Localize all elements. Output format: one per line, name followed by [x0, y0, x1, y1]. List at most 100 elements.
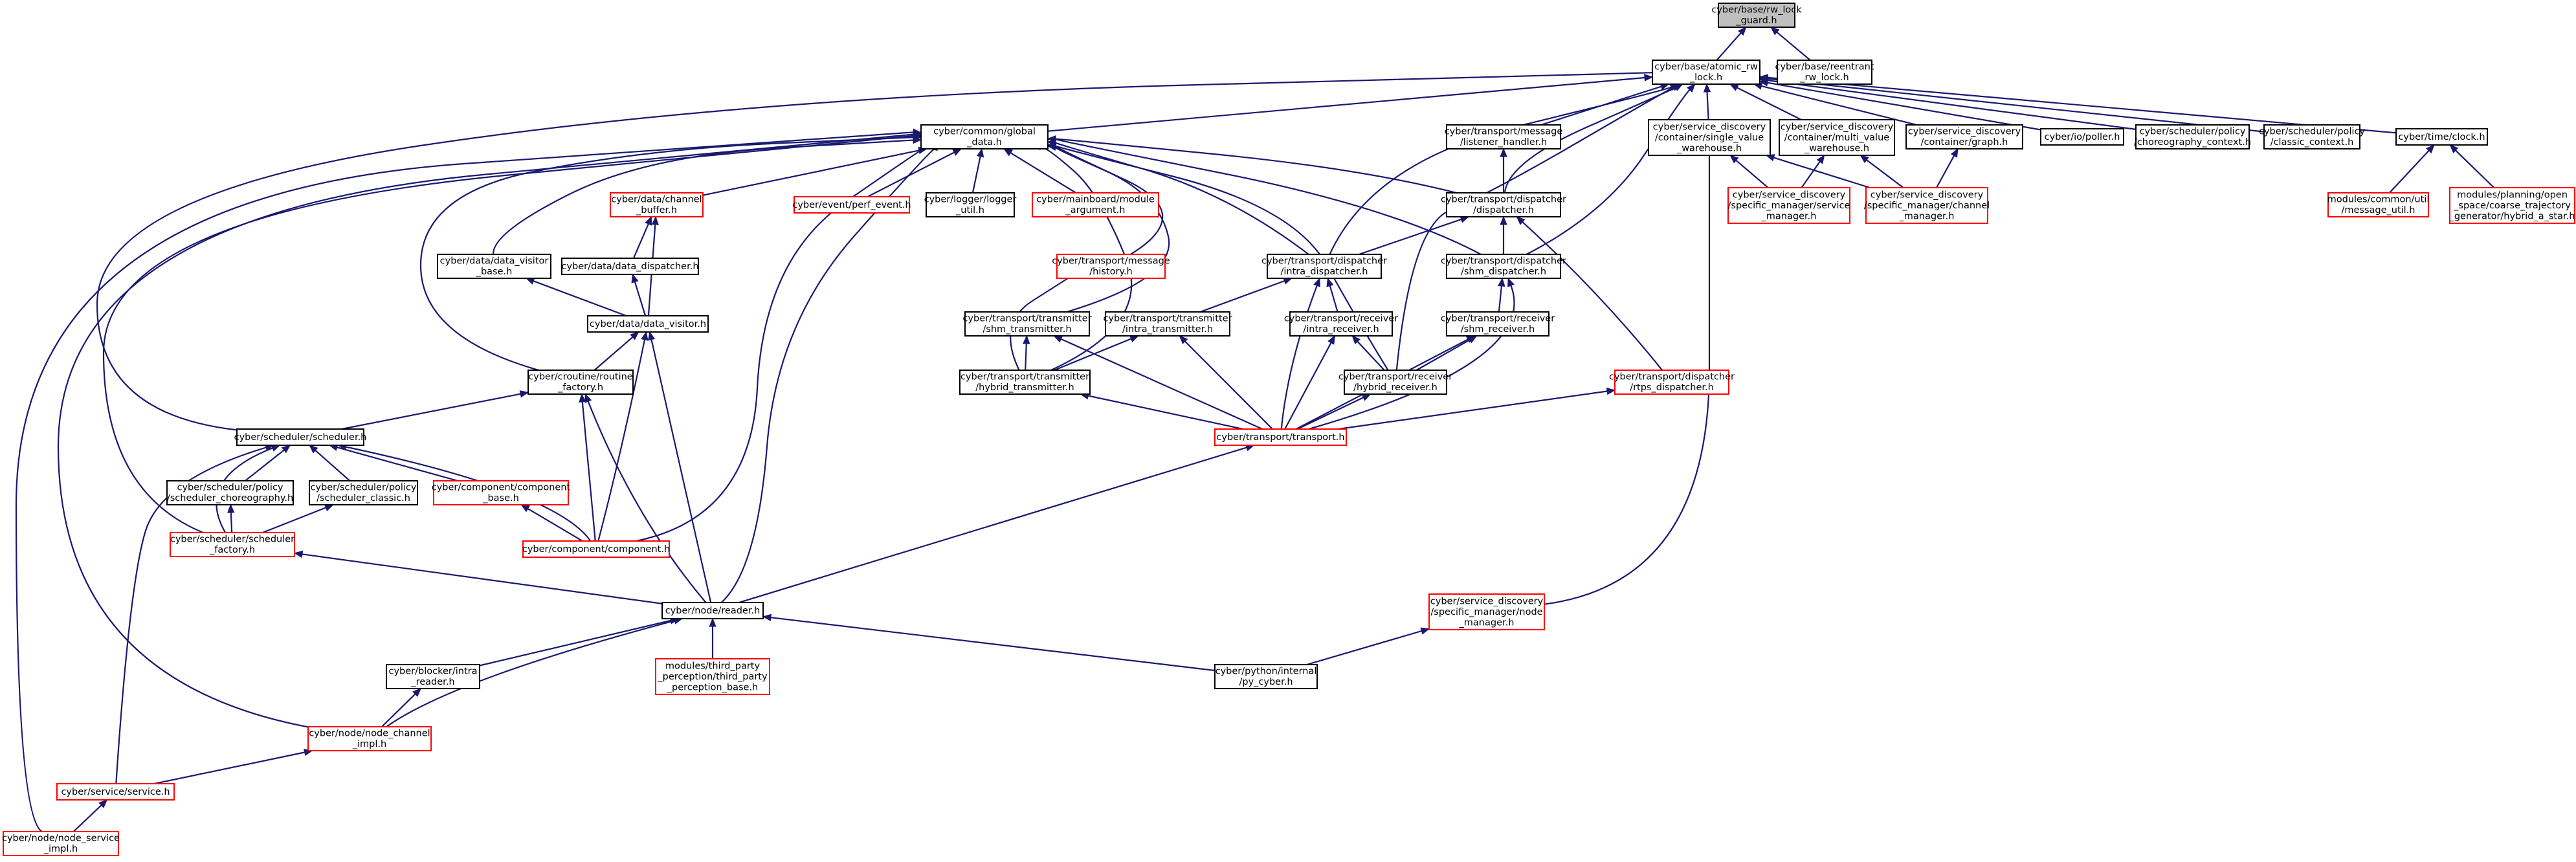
- node-box: [433, 480, 569, 505]
- node-component[interactable]: cyber/component/component.h: [522, 540, 670, 558]
- node-atomic-rw[interactable]: cyber/base/atomic_rw_lock.h: [1652, 60, 1760, 85]
- node-node-manager[interactable]: cyber/service_discovery/specific_manager…: [1428, 593, 1545, 630]
- node-component-base[interactable]: cyber/component/component_base.h: [432, 480, 571, 505]
- node-label-line: /message_util.h: [2341, 205, 2415, 216]
- edge-reader-to-transport: [738, 444, 1255, 604]
- node-py-cyber[interactable]: cyber/python/internal/py_cyber.h: [1214, 664, 1318, 689]
- node-channel-mgr[interactable]: cyber/service_discovery/specific_manager…: [1864, 187, 1990, 224]
- node-label-line: cyber/node/node_channel: [309, 729, 430, 739]
- node-box: [959, 370, 1091, 395]
- node-data-visitor[interactable]: cyber/data/data_visitor.h: [587, 315, 709, 333]
- node-perf-event[interactable]: cyber/event/perf_event.h: [792, 196, 911, 214]
- node-box: [794, 196, 910, 214]
- node-label-line: cyber/service_discovery: [1781, 122, 1894, 132]
- edge-service-to-node_channel: [154, 748, 313, 785]
- node-classic-ctx[interactable]: cyber/scheduler/policy/classic_context.h: [2259, 124, 2365, 149]
- node-reentrant[interactable]: cyber/base/reentrant_rw_lock.h: [1775, 60, 1874, 85]
- node-label-line: _perception/third_party: [657, 672, 768, 682]
- edge-hybrid_transmitter-to-shm_transmitter: [1023, 335, 1030, 371]
- node-msg-history[interactable]: cyber/transport/message/history.h: [1052, 254, 1170, 279]
- node-sched-factory[interactable]: cyber/scheduler/scheduler_factory.h: [170, 532, 295, 557]
- node-shm-transmitter[interactable]: cyber/transport/transmitter/shm_transmit…: [962, 311, 1092, 337]
- node-rw-lock[interactable]: cyber/base/rw_lock_guard.h: [1711, 3, 1802, 28]
- edge-perf_event-to-global_data: [867, 148, 962, 197]
- node-shm-receiver[interactable]: cyber/transport/receiver/shm_receiver.h: [1441, 311, 1555, 337]
- node-box: [56, 783, 175, 801]
- node-label-line: cyber/scheduler/policy: [2259, 127, 2365, 137]
- node-shm-dispatcher[interactable]: cyber/transport/dispatcher/shm_dispatche…: [1441, 254, 1566, 279]
- node-box: [1446, 254, 1561, 279]
- node-listener[interactable]: cyber/transport/message/listener_handler…: [1445, 124, 1563, 149]
- node-scheduler[interactable]: cyber/scheduler/scheduler.h: [234, 428, 367, 446]
- node-hybrid-transmitter[interactable]: cyber/transport/transmitter/hybrid_trans…: [959, 370, 1091, 395]
- node-transport[interactable]: cyber/transport/transport.h: [1214, 428, 1347, 446]
- edge-reentrant-to-rw_lock: [1770, 27, 1811, 61]
- node-data-visitor-base[interactable]: cyber/data/data_visitor_base.h: [437, 254, 551, 279]
- node-hybrid-a-star[interactable]: modules/planning/open_space/coarse_traje…: [2449, 187, 2575, 224]
- node-logger-util[interactable]: cyber/logger/logger_util.h: [924, 192, 1017, 217]
- node-poller[interactable]: cyber/io/poller.h: [2040, 128, 2124, 146]
- edge-sched_choreo-to-scheduler: [245, 445, 291, 481]
- node-intra-reader[interactable]: cyber/blocker/intra_reader.h: [386, 664, 480, 689]
- node-routine-factory[interactable]: cyber/croutine/routine_factory.h: [527, 370, 634, 395]
- node-label-line: cyber/transport/dispatcher: [1441, 195, 1566, 205]
- node-intra-receiver[interactable]: cyber/transport/receiver/intra_receiver.…: [1284, 311, 1398, 337]
- node-intra-dispatcher[interactable]: cyber/transport/dispatcher/intra_dispatc…: [1261, 254, 1387, 279]
- node-label-line: /container/multi_value: [1784, 133, 1889, 143]
- node-data-dispatcher[interactable]: cyber/data/data_dispatcher.h: [561, 258, 699, 275]
- node-label-line: cyber/data/data_dispatcher.h: [561, 261, 698, 272]
- node-single-value[interactable]: cyber/service_discovery/container/single…: [1648, 119, 1771, 156]
- node-channel-buffer[interactable]: cyber/data/channel_buffer.h: [610, 192, 704, 217]
- edge-logger_util-to-global_data: [972, 148, 984, 193]
- edge-node_service-to-global_data: [15, 128, 922, 832]
- node-clock[interactable]: cyber/time/clock.h: [2395, 128, 2488, 146]
- node-service-mgr[interactable]: cyber/service_discovery/specific_manager…: [1727, 187, 1850, 224]
- node-global-data[interactable]: cyber/common/global_data.h: [920, 124, 1049, 149]
- node-box: [1267, 254, 1382, 279]
- node-graph-h[interactable]: cyber/service_discovery/container/graph.…: [1905, 124, 2023, 149]
- node-message-util[interactable]: modules/common/util/message_util.h: [2327, 192, 2430, 217]
- edge-transport-to-intra_transmitter: [1179, 335, 1273, 430]
- node-label-line: cyber/transport/receiver: [1338, 372, 1452, 382]
- node-box: [166, 480, 294, 505]
- node-reader[interactable]: cyber/node/reader.h: [661, 602, 764, 619]
- node-box: [964, 311, 1090, 337]
- edge-global_data-to-atomic_rw: [1047, 74, 1654, 132]
- node-label-line: _manager.h: [1899, 211, 1955, 221]
- node-label-line: /hybrid_receiver.h: [1353, 382, 1438, 393]
- node-sched-classic[interactable]: cyber/scheduler/policy/scheduler_classic…: [309, 480, 418, 505]
- node-sched-choreo[interactable]: cyber/scheduler/policy/scheduler_choreog…: [166, 480, 294, 505]
- node-label-line: /rtps_dispatcher.h: [1630, 382, 1714, 393]
- node-label-line: cyber/event/perf_event.h: [792, 200, 911, 210]
- node-module-arg[interactable]: cyber/mainboard/module_argument.h: [1032, 192, 1159, 217]
- node-hybrid-receiver[interactable]: cyber/transport/receiver/hybrid_receiver…: [1338, 370, 1452, 395]
- node-label-line: /listener_handler.h: [1460, 137, 1547, 148]
- node-label-line: cyber/data/channel: [611, 195, 702, 205]
- node-label-line: cyber/node/reader.h: [665, 606, 761, 616]
- node-service[interactable]: cyber/service/service.h: [56, 783, 175, 801]
- node-label-line: _warehouse.h: [1676, 143, 1742, 153]
- node-box: [1718, 3, 1795, 28]
- node-label-line: /specific_manager/service: [1728, 201, 1850, 211]
- node-rtps-dispatcher[interactable]: cyber/transport/dispatcher/rtps_dispatch…: [1609, 370, 1735, 395]
- node-third-party[interactable]: modules/third_party_perception/third_par…: [655, 658, 770, 695]
- edge-reader-to-sched_factory: [293, 550, 663, 604]
- edge-node_channel-to-intra_reader: [381, 688, 422, 727]
- edge-transport-to-intra_dispatcher: [1280, 277, 1321, 430]
- node-label-line: cyber/transport/message: [1445, 127, 1563, 137]
- node-node-channel[interactable]: cyber/node/node_channel_impl.h: [307, 726, 432, 751]
- node-label-line: cyber/scheduler/scheduler.h: [234, 432, 367, 443]
- node-box: [661, 602, 764, 619]
- node-choreo-ctx[interactable]: cyber/scheduler/policy/choreography_cont…: [2134, 124, 2251, 149]
- node-node-service[interactable]: cyber/node/node_service_impl.h: [2, 831, 120, 856]
- edge-transport-to-shm_dispatcher: [1308, 277, 1515, 430]
- node-multi-value[interactable]: cyber/service_discovery/container/multi_…: [1779, 119, 1895, 156]
- node-dispatcher[interactable]: cyber/transport/dispatcher/dispatcher.h: [1441, 192, 1566, 217]
- node-label-line: cyber/data/data_visitor: [440, 256, 549, 267]
- node-label-line: modules/common/util: [2327, 195, 2430, 205]
- edge-clock-to-atomic_rw: [1759, 74, 2397, 134]
- node-intra-transmitter[interactable]: cyber/transport/transmitter/intra_transm…: [1103, 311, 1232, 337]
- node-label-line: cyber/scheduler/policy: [310, 483, 416, 493]
- node-label-line: _manager.h: [1459, 617, 1515, 628]
- edge-shm_receiver-to-shm_dispatcher: [1498, 277, 1505, 313]
